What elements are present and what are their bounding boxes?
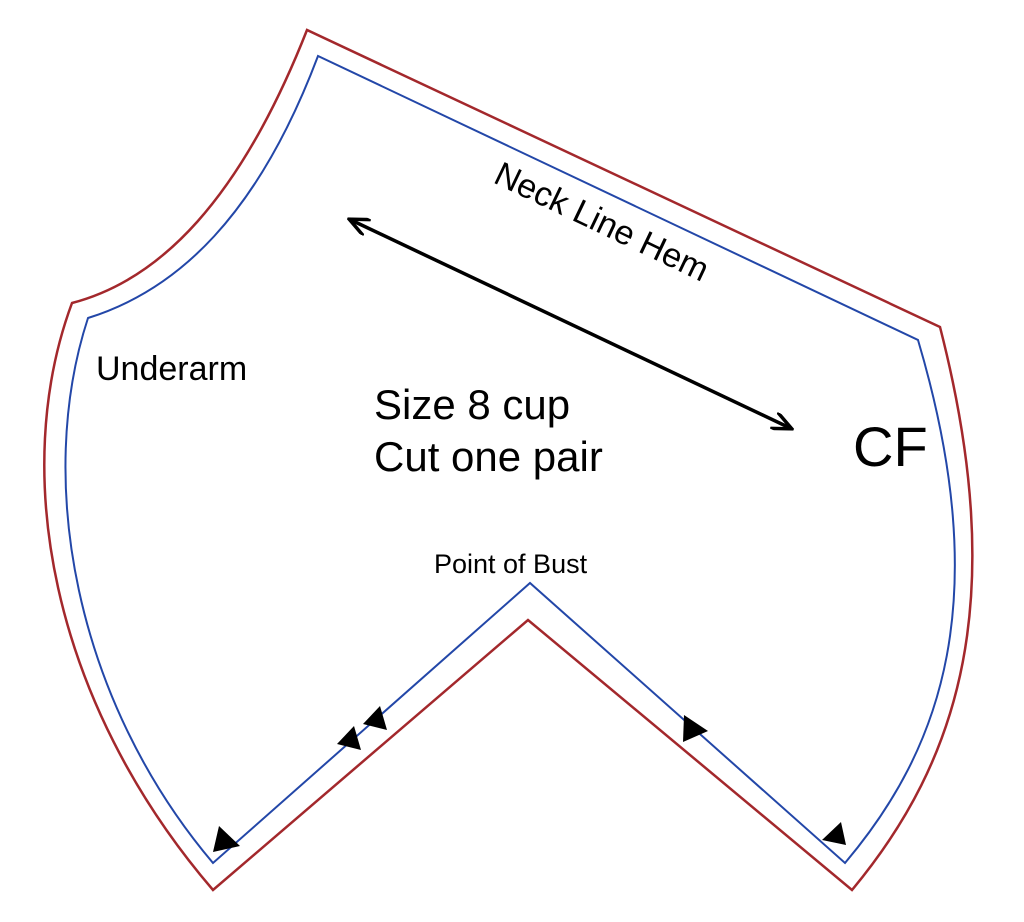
notch-triangle-right-lower [822,822,846,845]
underarm-label: Underarm [96,350,247,388]
cutting-line [43,28,974,892]
grainline-arrow [351,220,790,428]
center-front-label: CF [853,415,928,478]
size-label: Size 8 cup [374,381,570,428]
point-of-bust-label: Point of Bust [434,549,588,579]
seam-line [64,54,956,865]
cut-instruction-label: Cut one pair [374,433,603,480]
neck-line-hem-label: Neck Line Hem [489,155,715,289]
notch-triangle-left-lower [213,826,240,852]
notch-triangle-left-double-2 [363,706,387,730]
notch-triangle-right-upper [683,715,708,742]
notch-triangle-left-double-1 [337,726,361,750]
